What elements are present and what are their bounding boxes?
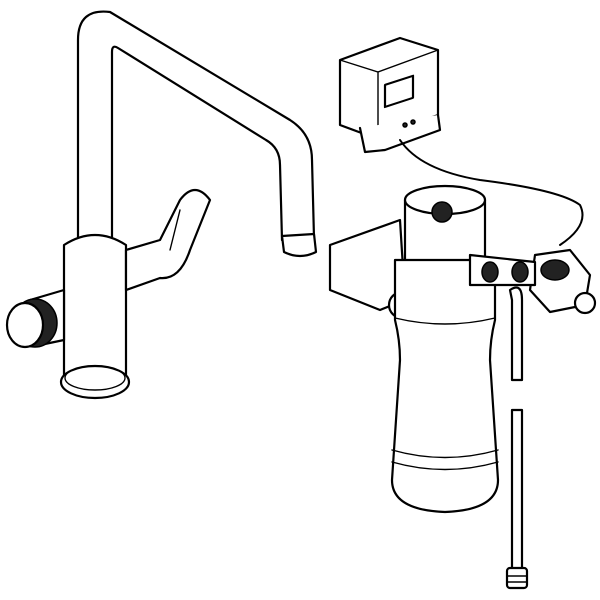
lever-detail: [169, 209, 181, 251]
valve-knob: [540, 259, 570, 281]
supply-hose-lower: [510, 408, 524, 572]
valve-outlet: [573, 291, 597, 315]
cable: [399, 139, 584, 246]
control-unit-clip: [358, 113, 442, 154]
knob-end: [5, 301, 45, 349]
filter-cartridge: [390, 258, 500, 514]
display-screen: [383, 74, 415, 109]
fitting-nut: [481, 261, 499, 283]
lever-handle: [124, 188, 212, 292]
indicator-light: [402, 122, 408, 128]
faucet-body: [62, 234, 128, 389]
spout-tip: [280, 232, 318, 258]
indicator-light: [410, 119, 416, 125]
cartridge-band: [391, 317, 499, 471]
filter-dial-icon: [431, 201, 453, 223]
water-filter: [328, 184, 597, 590]
supply-hose: [508, 286, 524, 382]
hose-connector: [505, 566, 529, 590]
control-unit: [338, 36, 442, 154]
faucet: [5, 10, 318, 400]
hose-connector-detail: [506, 575, 528, 583]
faucet-base-ring: [64, 365, 126, 391]
fitting-nut: [511, 261, 529, 283]
